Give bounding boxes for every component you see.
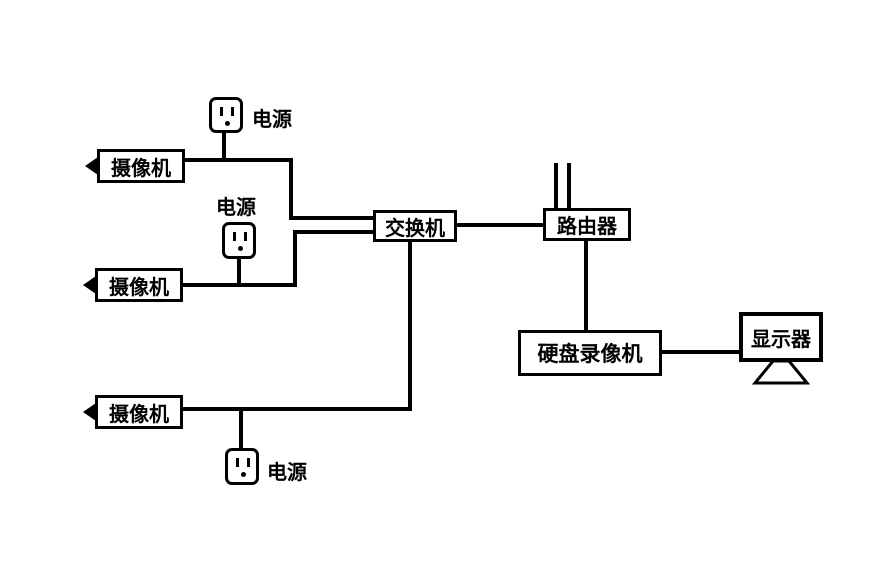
wire-camera2-horizontal (181, 283, 297, 287)
wire-camera1-switch (289, 216, 375, 220)
power-label-2: 电源 (216, 197, 256, 219)
wire-camera1-horizontal (183, 158, 293, 162)
camera-2-lens-icon (83, 276, 96, 294)
dvr-box: 硬盘录像机 (518, 330, 662, 376)
wire-power1-camera1 (222, 131, 226, 162)
outlet-slot-icon (244, 232, 247, 241)
wire-router-dvr (584, 239, 588, 332)
camera-1-lens-icon (85, 157, 98, 175)
power-outlet-3-icon (225, 448, 259, 485)
wire-switch-camera3-vertical (408, 240, 412, 411)
switch-box: 交换机 (373, 210, 457, 242)
outlet-slot-icon (247, 458, 250, 467)
power-label-3: 电源 (267, 462, 307, 484)
monitor-stand-icon (751, 360, 811, 385)
wire-camera1-vertical (289, 158, 293, 220)
monitor-box: 显示器 (739, 312, 823, 362)
power-outlet-2-icon (222, 222, 256, 259)
power-label-1: 电源 (252, 109, 292, 131)
wire-camera3-horizontal (181, 407, 412, 411)
outlet-slot-icon (220, 107, 223, 116)
wire-switch-router (455, 223, 545, 227)
router-antenna-2 (567, 163, 571, 210)
wire-camera2-vertical (293, 232, 297, 287)
camera-3-box: 摄像机 (95, 395, 183, 429)
wire-power2-camera2 (237, 257, 241, 287)
outlet-slot-icon (231, 107, 234, 116)
router-box: 路由器 (543, 208, 631, 241)
camera-3-lens-icon (83, 403, 96, 421)
power-outlet-1-icon (209, 97, 243, 133)
camera-2-box: 摄像机 (95, 268, 183, 302)
outlet-slot-icon (233, 232, 236, 241)
outlet-ground-icon (225, 121, 230, 126)
outlet-ground-icon (238, 246, 243, 251)
wire-camera2-switch (293, 230, 375, 234)
router-antenna-1 (554, 163, 558, 210)
outlet-ground-icon (241, 472, 246, 477)
wire-power3-camera3 (239, 409, 243, 448)
outlet-slot-icon (236, 458, 239, 467)
camera-1-box: 摄像机 (97, 149, 185, 183)
wire-dvr-monitor (660, 350, 741, 354)
